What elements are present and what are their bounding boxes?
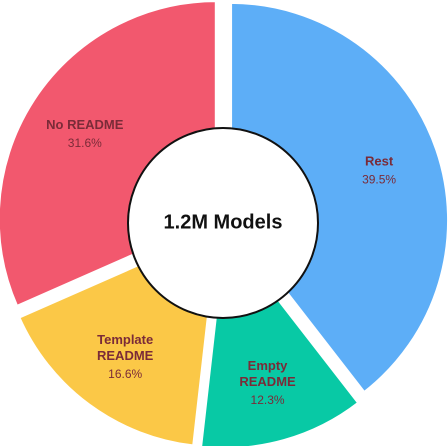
slice-value-2: 16.6% <box>108 367 142 381</box>
slice-label-1-line-0: Empty <box>248 358 289 373</box>
slice-label-0-line-0: Rest <box>365 154 394 169</box>
slice-value-3: 31.6% <box>68 136 102 150</box>
slice-label-2-line-1: README <box>97 348 154 363</box>
center-hole <box>127 127 319 319</box>
slice-label-3-line-0: No README <box>46 117 124 132</box>
slice-label-2-line-0: Template <box>97 332 153 347</box>
slice-label-1-line-1: README <box>239 374 296 389</box>
slice-value-0: 39.5% <box>362 173 396 187</box>
pie-slice-0 <box>229 0 448 395</box>
labels-layer: Rest39.5%EmptyREADME12.3%TemplateREADME1… <box>46 117 396 407</box>
slice-value-1: 12.3% <box>251 393 285 407</box>
center-label: 1.2M Models <box>164 211 283 233</box>
